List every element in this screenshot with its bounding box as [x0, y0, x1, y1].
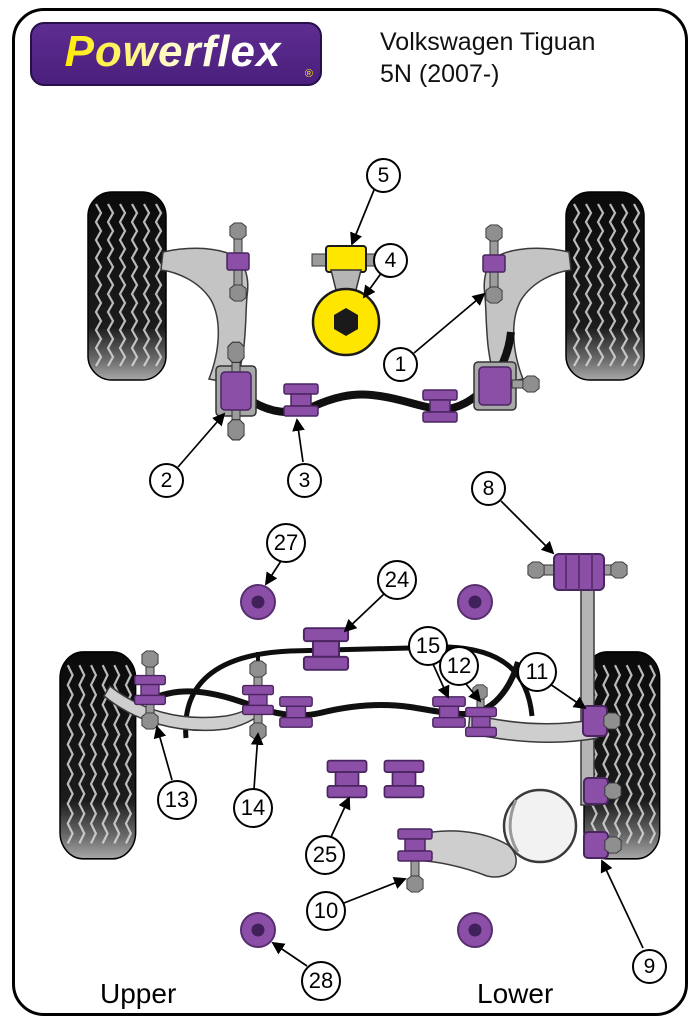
rear-lateral-outer-bush: [582, 705, 621, 737]
rear-differential: [502, 788, 578, 864]
callout-24: 24: [377, 560, 417, 600]
rear-left-tire: [60, 652, 136, 859]
front-left-tire: [88, 192, 166, 380]
leader-10: [343, 877, 407, 904]
hex-nut: [334, 308, 358, 336]
rear-arm-bush-14: [242, 661, 274, 739]
lower-subframe-mount-right: [457, 912, 493, 948]
callout-1: 1: [383, 347, 418, 382]
leader-9: [600, 859, 644, 949]
callout-3: 3: [287, 463, 322, 498]
front-arb-bush-left: [283, 383, 319, 417]
callout-2: 2: [149, 463, 184, 498]
leader-12: [465, 683, 482, 703]
front-arb-clamp-right: [473, 361, 540, 411]
upper-subframe-mount-left: [240, 584, 276, 620]
front-right-tire: [566, 192, 644, 380]
callout-9: 9: [632, 949, 667, 984]
rear-suspension: [60, 553, 660, 948]
callout-4: 4: [373, 243, 408, 278]
callout-8: 8: [471, 471, 506, 506]
rear-lower-arm-bush-10: [397, 828, 433, 893]
callout-13: 13: [157, 780, 197, 820]
rear-lateral-arm: [467, 713, 599, 744]
lower-engine-mount: [311, 245, 381, 357]
lower-subframe-mount-left: [240, 912, 276, 948]
callout-10: 10: [306, 891, 346, 931]
rear-bush-stack-25a: [326, 759, 368, 799]
callout-25: 25: [305, 835, 345, 875]
leader-2: [177, 412, 226, 468]
leader-25: [330, 796, 351, 838]
leader-15: [432, 663, 450, 699]
leader-24: [343, 593, 385, 633]
front-suspension: [88, 192, 644, 440]
callout-27: 27: [266, 523, 306, 563]
powerflex-logo: Powerflex ®: [30, 22, 322, 86]
leader-11: [549, 683, 587, 710]
callout-14: 14: [233, 788, 273, 828]
front-right-arm-bush: [482, 225, 506, 303]
leader-8: [500, 500, 555, 555]
registered-mark-icon: ®: [304, 68, 313, 80]
upper-subframe-mount-right: [457, 584, 493, 620]
label-lower: Lower: [477, 978, 554, 1009]
leader-13: [153, 725, 173, 781]
leader-5: [350, 189, 375, 246]
rear-hub-bush-upper: [583, 777, 622, 805]
leader-27: [264, 560, 282, 586]
rear-bush-stack-25b: [383, 759, 425, 799]
front-left-arm-bush: [226, 223, 250, 301]
rear-lower-arm: [411, 830, 517, 878]
front-anti-roll-bar: [244, 331, 515, 416]
leader-14: [250, 732, 264, 790]
page-title: Volkswagen Tiguan 5N (2007-): [380, 26, 595, 90]
rear-diff-mount: [527, 553, 628, 591]
leader-3: [292, 418, 305, 463]
front-arb-clamp-left: [215, 342, 257, 440]
differential-detail: [508, 799, 520, 853]
rear-hub-bush-lower: [583, 831, 622, 859]
leader-4: [362, 271, 383, 299]
rear-shock-link: [580, 589, 595, 806]
leader-28: [271, 941, 308, 967]
callout-12: 12: [439, 646, 479, 686]
rear-lateral-inner-bush: [465, 684, 497, 738]
rear-right-tire: [584, 652, 660, 859]
title-line1: Volkswagen Tiguan: [380, 28, 596, 56]
callout-11: 11: [517, 652, 557, 692]
label-upper: Upper: [100, 978, 177, 1009]
leader-lines: [153, 189, 644, 967]
callout-28: 28: [301, 961, 341, 1001]
leader-1: [413, 292, 486, 354]
logo-text: Powerflex: [63, 27, 290, 81]
callout-5: 5: [366, 158, 401, 193]
title-line2: 5N (2007-): [380, 60, 500, 88]
